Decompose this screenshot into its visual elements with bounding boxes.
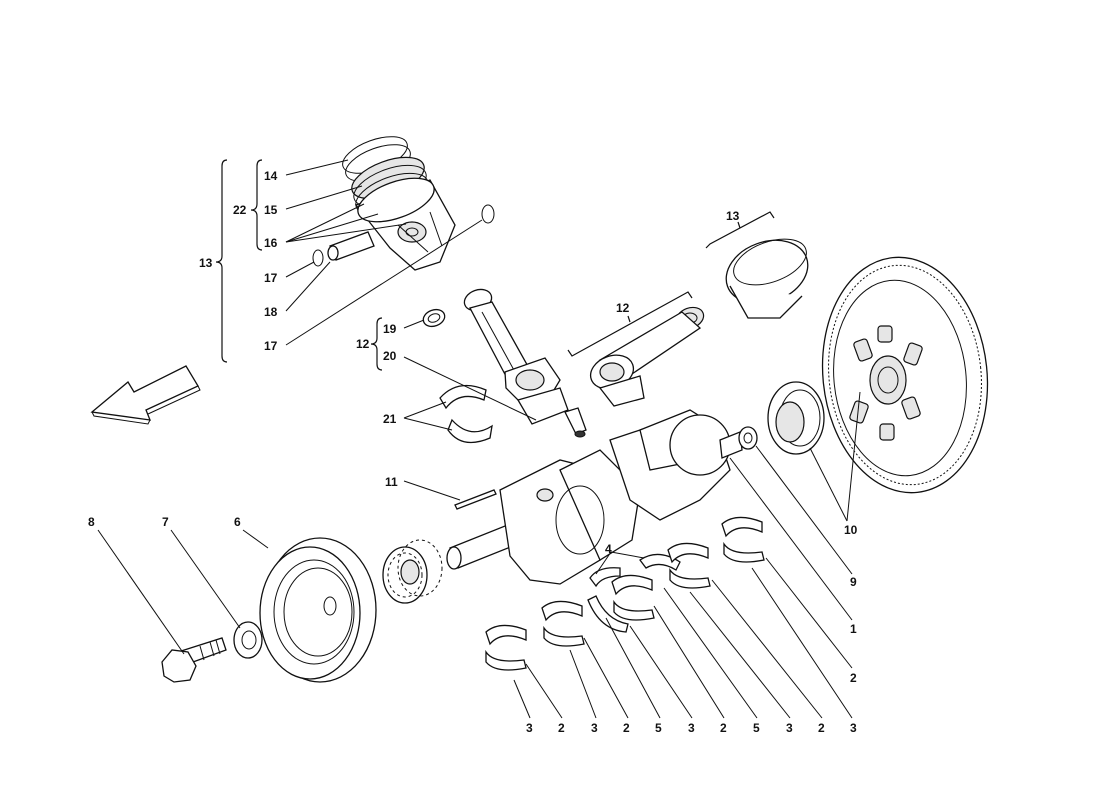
callout-2-right: 2	[850, 671, 857, 685]
callout-bottom-8: 5	[753, 721, 760, 735]
callout-4: 4	[605, 542, 612, 556]
callout-13-left: 13	[199, 256, 213, 270]
callout-1: 1	[850, 622, 857, 636]
woodruff-key	[454, 489, 497, 510]
callout-19: 19	[383, 322, 397, 336]
callout-12-right: 12	[616, 301, 630, 315]
piston-assembly-exploded	[312, 136, 495, 271]
callout-13-right: 13	[726, 209, 740, 223]
callout-bottom-11: 3	[850, 721, 857, 735]
pulley-washer	[233, 621, 263, 659]
callout-6: 6	[234, 515, 241, 529]
callout-15: 15	[264, 203, 278, 217]
callout-bottom-5: 5	[655, 721, 662, 735]
callout-11: 11	[385, 475, 398, 489]
pilot-bearing	[738, 426, 758, 450]
callout-10: 10	[844, 523, 858, 537]
callout-22: 22	[233, 203, 247, 217]
rear-oil-seal	[767, 381, 825, 455]
big-end-bearing-shells	[439, 384, 493, 444]
callout-labels: 14 15 16 17 18 17 22 13 13 19 20 12 12 2…	[88, 169, 858, 735]
callout-14: 14	[264, 169, 278, 183]
crankshaft-pulley	[259, 537, 377, 683]
connecting-rod-piston-assembled	[589, 238, 809, 407]
flywheel	[821, 256, 989, 494]
main-bearing-shells	[485, 516, 765, 671]
callout-16: 16	[264, 236, 278, 250]
pulley-bolt	[161, 637, 227, 683]
connecting-rod-exploded	[422, 288, 587, 438]
callout-20: 20	[383, 349, 397, 363]
callout-8: 8	[88, 515, 95, 529]
callout-21: 21	[383, 412, 397, 426]
callout-braces	[215, 159, 775, 371]
callout-18: 18	[264, 305, 278, 319]
callout-bottom-4: 2	[623, 721, 630, 735]
callout-12-left: 12	[356, 337, 370, 351]
callout-17-bottom: 17	[264, 339, 278, 353]
callout-9: 9	[850, 575, 857, 589]
direction-arrow	[90, 365, 201, 425]
callout-bottom-9: 3	[786, 721, 793, 735]
callout-17-top: 17	[264, 271, 278, 285]
callout-bottom-10: 2	[818, 721, 825, 735]
callout-bottom-2: 2	[558, 721, 565, 735]
crankshaft	[446, 409, 743, 585]
timing-sprocket	[382, 539, 443, 604]
leader-lines	[97, 159, 861, 719]
callout-bottom-6: 3	[688, 721, 695, 735]
callout-bottom-3: 3	[591, 721, 598, 735]
callout-7: 7	[162, 515, 169, 529]
callout-bottom-1: 3	[526, 721, 533, 735]
callout-bottom-7: 2	[720, 721, 727, 735]
